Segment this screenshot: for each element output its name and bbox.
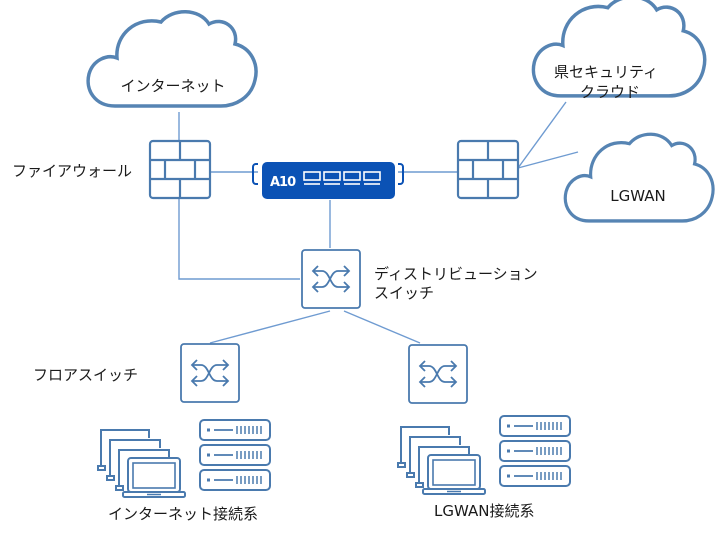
a10-ports — [303, 171, 381, 185]
a10-brand-label: A10 — [270, 175, 296, 190]
firewall-label: ファイアウォール — [12, 162, 133, 180]
link-firewall-right-lgwan — [517, 151, 579, 169]
link-firewall-distribution — [178, 198, 300, 280]
a10-port-icon — [303, 171, 321, 185]
internet-segment-servers — [199, 419, 271, 491]
distribution-switch-label-line1: ディストリビューション — [374, 265, 538, 283]
pref-security-cloud — [531, 0, 707, 98]
floor-switch-lgwan — [408, 344, 468, 404]
connections — [178, 101, 579, 344]
link-distribution-floor-internet — [209, 310, 331, 344]
internet-cloud: インターネット — [86, 9, 258, 108]
floor-switch-internet — [180, 343, 240, 403]
firewall-right — [456, 139, 520, 200]
lgwan-cloud — [563, 132, 715, 223]
firewall-left — [148, 139, 212, 200]
lgwan-segment-label: LGWAN接続系 — [434, 502, 535, 520]
link-distribution-floor-lgwan — [343, 310, 421, 344]
a10-port-icon — [323, 171, 341, 185]
a10-port-icon — [363, 171, 381, 185]
internet-segment-laptops — [97, 429, 186, 498]
floor-switch-label: フロアスイッチ — [33, 366, 139, 384]
lgwan-cloud-label: LGWAN — [610, 187, 665, 205]
pref-security-cloud-label-line1: 県セキュリティ — [554, 63, 658, 81]
lgwan-segment-servers — [499, 415, 571, 487]
distribution-switch — [301, 249, 361, 309]
internet-segment-label: インターネット接続系 — [108, 505, 259, 523]
a10-port-icon — [343, 171, 361, 185]
internet-cloud-label: インターネット — [120, 77, 225, 95]
lgwan-segment-laptops — [397, 426, 486, 495]
link-firewall-right-pref-cloud — [517, 101, 567, 169]
distribution-switch-label-line2: スイッチ — [374, 284, 435, 302]
pref-security-cloud-label-line2: クラウド — [580, 83, 640, 101]
a10-appliance: A10 — [252, 162, 404, 199]
